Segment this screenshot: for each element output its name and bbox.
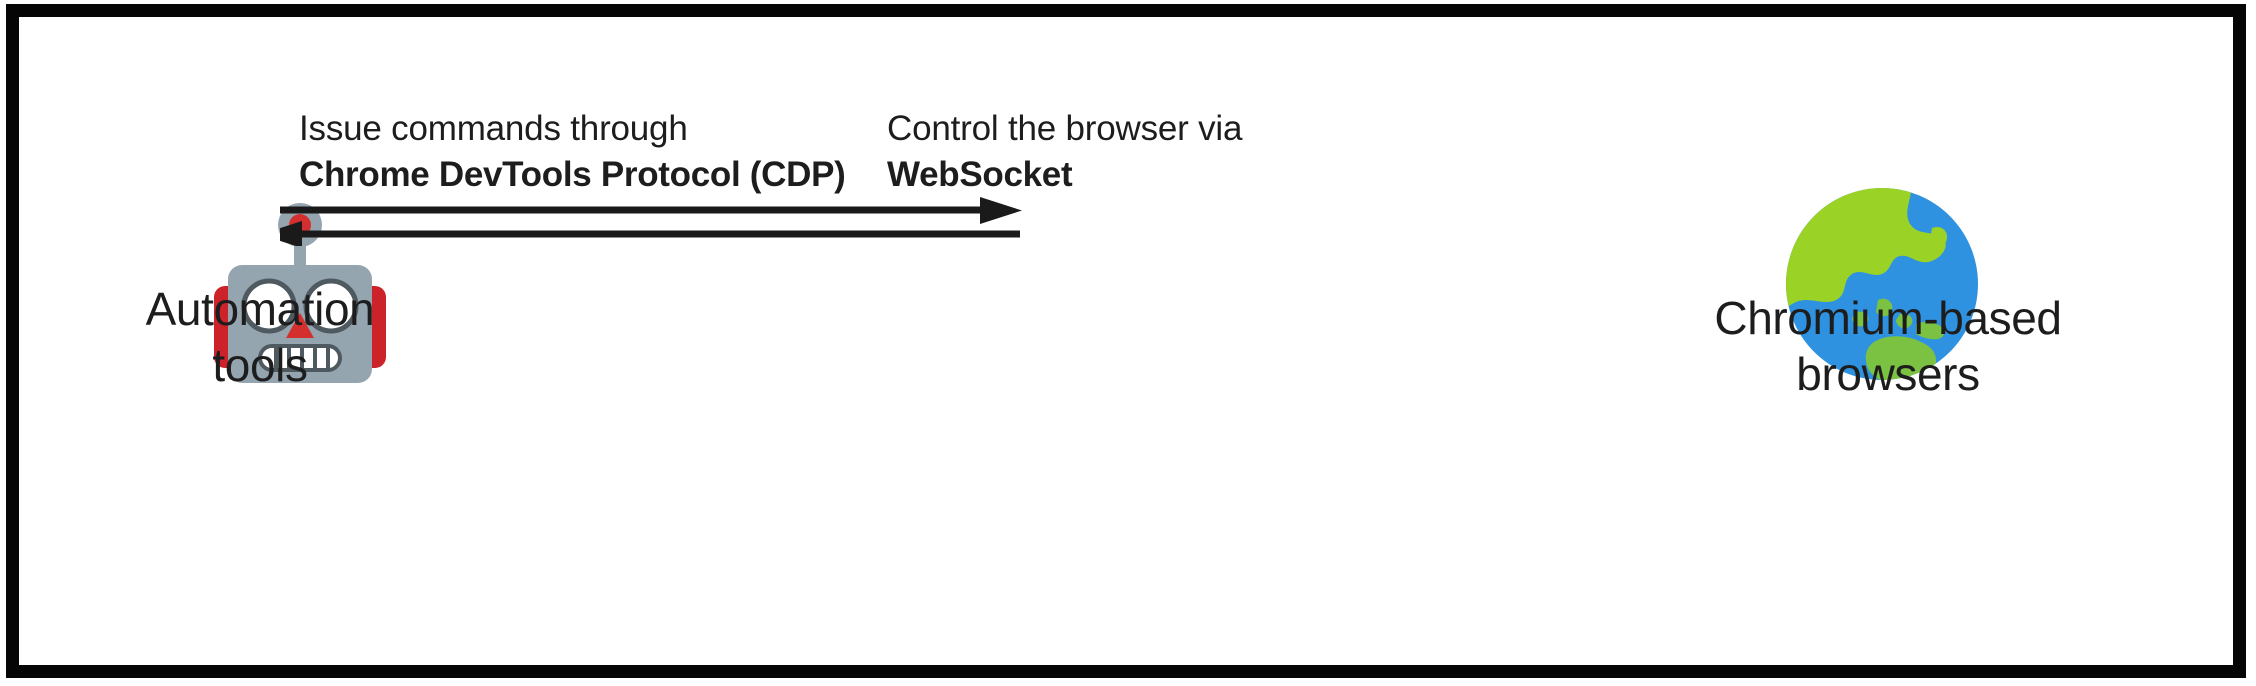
node-caption-chromium-browsers-line1: Chromium-based <box>1714 292 2062 344</box>
arrow-svg <box>260 197 1022 248</box>
edge-label-cdp-line1: Issue commands through <box>299 109 688 148</box>
node-caption-automation-tools-line1: Automation <box>145 283 375 335</box>
robot-nose <box>286 313 314 338</box>
robot-mouth <box>258 344 342 372</box>
node-caption-automation-tools: Automation tools <box>60 281 460 393</box>
arrow-left-websocket <box>260 221 1020 248</box>
edge-label-websocket-line2: WebSocket <box>887 154 1073 194</box>
arrow-right-cdp <box>280 197 1022 224</box>
globe-icon-svg <box>1786 188 1978 380</box>
edge-label-cdp: Issue commands through Chrome DevTools P… <box>299 106 846 197</box>
node-caption-chromium-browsers: Chromium-based browsers <box>1588 290 2188 402</box>
edge-label-websocket-line1: Control the browser via <box>887 109 1243 148</box>
bidirectional-arrow-group <box>260 196 1240 248</box>
edge-label-cdp-line2: Chrome DevTools Protocol (CDP) <box>299 154 846 194</box>
node-caption-chromium-browsers-line2: browsers <box>1796 348 1980 401</box>
globe-icon <box>1782 184 1982 384</box>
node-caption-automation-tools-line2: tools <box>212 339 308 392</box>
robot-eye-right <box>303 278 359 334</box>
edge-label-websocket: Control the browser via WebSocket <box>887 106 1242 197</box>
robot-eye-left <box>241 278 297 334</box>
